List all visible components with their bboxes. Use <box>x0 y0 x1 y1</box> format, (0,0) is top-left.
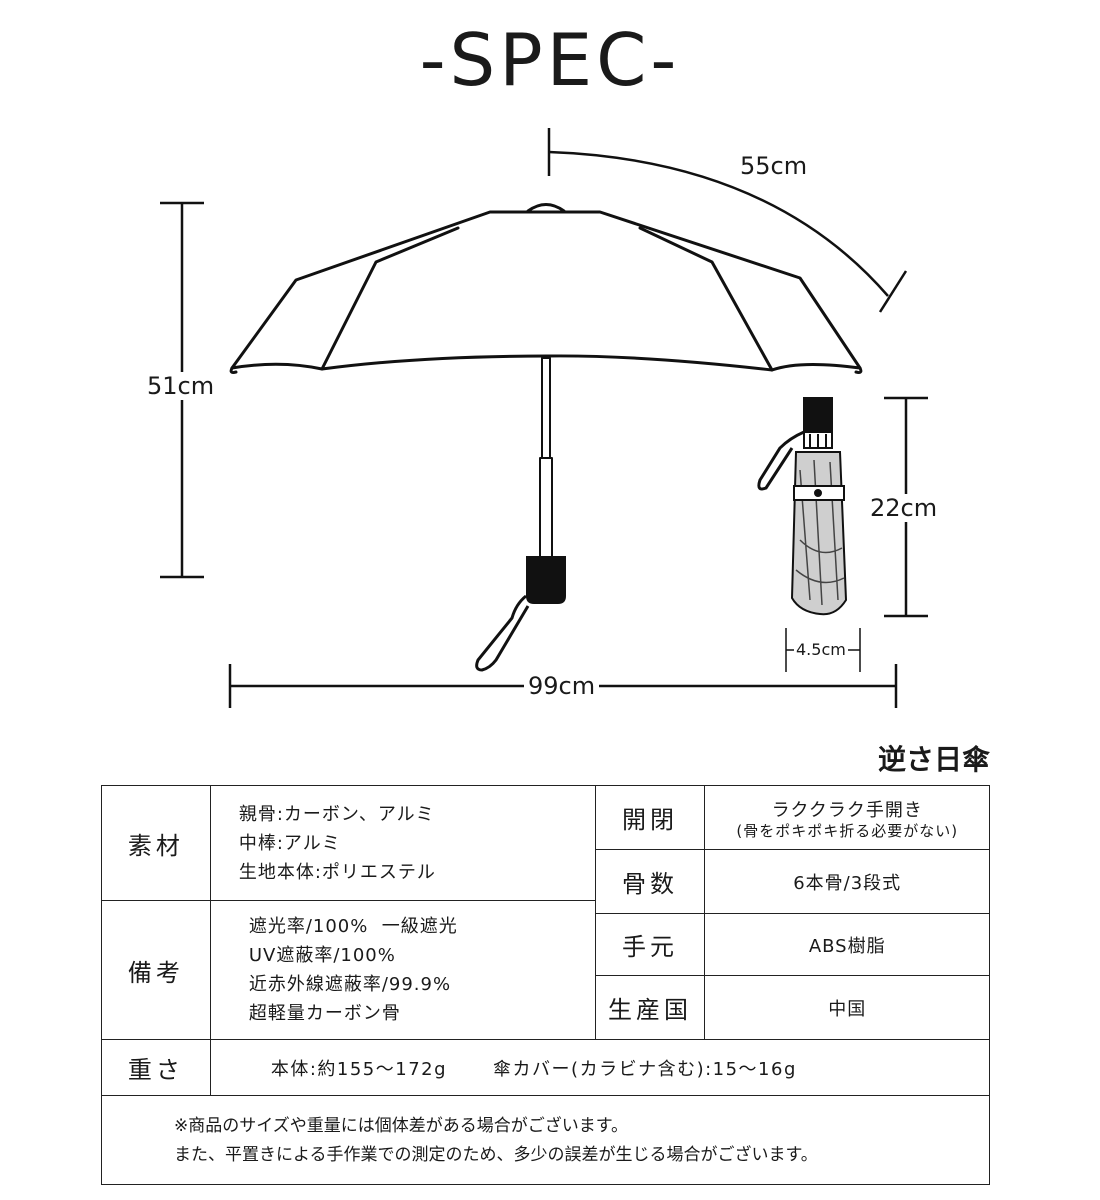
remarks-line: 超軽量カーボン骨 <box>248 1003 401 1024</box>
umbrella-rib-right <box>638 226 774 372</box>
opening-main: ラククラク手開き <box>771 799 923 821</box>
spec-table: 素材 親骨:カーボン、アルミ 中棒:アルミ 生地本体:ポリエステル 開閉 ラクク… <box>101 785 991 1185</box>
opening-label: 開閉 <box>594 785 706 850</box>
ribs-label: 骨数 <box>594 849 706 914</box>
origin-value: 中国 <box>704 975 990 1040</box>
material-line: 生地本体:ポリエステル <box>238 861 436 883</box>
remarks-line: 遮光率/100% 一級遮光 <box>248 916 458 937</box>
remarks-value: 遮光率/100% 一級遮光 UV遮蔽率/100% 近赤外線遮蔽率/99.9% 超… <box>209 900 596 1040</box>
opening-value: ラククラク手開き (骨をポキポキ折る必要がない) <box>704 785 990 850</box>
material-label: 素材 <box>101 785 211 901</box>
weight-cover: 傘カバー(カラビナ含む):15～16g <box>493 1058 797 1080</box>
material-line: 中棒:アルミ <box>238 832 341 854</box>
umbrella-shaft-lower <box>539 457 553 559</box>
dim-height-open: 51cm <box>143 372 219 400</box>
umbrella-canopy-outline <box>230 210 862 372</box>
umbrella-top-cap <box>526 203 566 213</box>
umbrella-handle <box>526 556 566 604</box>
handle-value: ABS樹脂 <box>704 913 990 976</box>
dim-width-open: 99cm <box>524 672 600 700</box>
weight-label: 重さ <box>101 1039 211 1096</box>
umbrella-tip-right <box>854 366 863 374</box>
handle-label: 手元 <box>594 913 706 976</box>
page-title: -SPEC- <box>419 18 681 102</box>
origin-label: 生産国 <box>594 975 706 1040</box>
note-line: また、平置きによる手作業での測定のため、多少の誤差が生じる場合がございます。 <box>174 1145 818 1165</box>
umbrella-rib-left <box>320 226 460 371</box>
umbrella-type-label: 逆さ日傘 <box>877 743 990 776</box>
remarks-line: UV遮蔽率/100% <box>248 945 396 966</box>
dim-diameter-folded: 4.5cm <box>794 640 848 659</box>
dim-length-folded: 22cm <box>866 494 942 522</box>
umbrella-tip-left <box>229 366 238 374</box>
opening-sub: (骨をポキポキ折る必要がない) <box>736 821 959 840</box>
umbrella-diagram <box>160 128 928 708</box>
folded-umbrella <box>757 397 848 616</box>
umbrella-shaft-upper <box>541 357 551 459</box>
umbrella-strap <box>475 594 530 672</box>
dim-canopy-arc: 55cm <box>736 152 812 180</box>
remarks-line: 近赤外線遮蔽率/99.9% <box>248 974 452 995</box>
weight-value: 本体:約155～172g 傘カバー(カラビナ含む):15～16g <box>209 1039 991 1096</box>
weight-body: 本体:約155～172g <box>270 1058 448 1080</box>
ribs-value: 6本骨/3段式 <box>704 849 990 914</box>
note-line: ※商品のサイズや重量には個体差がある場合がございます。 <box>174 1116 629 1136</box>
notes-cell: ※商品のサイズや重量には個体差がある場合がございます。 また、平置きによる手作業… <box>101 1095 990 1185</box>
remarks-label: 備考 <box>101 900 211 1040</box>
material-value: 親骨:カーボン、アルミ 中棒:アルミ 生地本体:ポリエステル <box>209 785 596 901</box>
material-line: 親骨:カーボン、アルミ <box>238 803 435 825</box>
